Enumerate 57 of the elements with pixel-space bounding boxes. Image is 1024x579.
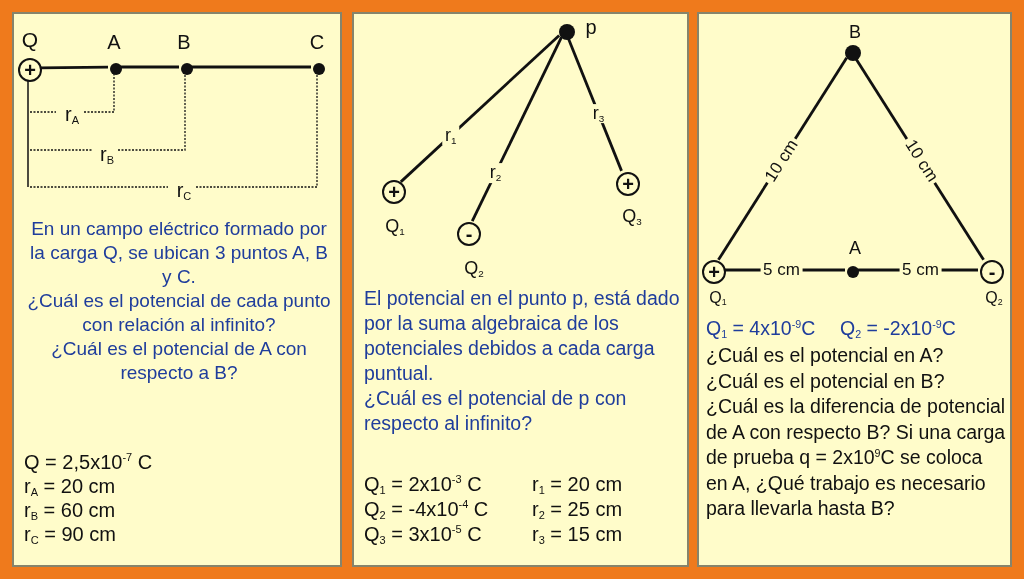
connector-line — [120, 65, 179, 69]
data-text: r$_{2}$ = 25 cm — [532, 497, 624, 522]
point-label: B — [177, 31, 191, 53]
charge-symbol: + — [616, 172, 640, 196]
point-dot — [845, 45, 861, 61]
point-dot — [313, 63, 325, 75]
point-label: A — [849, 239, 861, 259]
problem-panel — [12, 12, 342, 567]
point-dot — [847, 266, 859, 278]
data-text: r$_{1}$ = 20 cm — [532, 472, 624, 497]
dimension-label: r$_{B}$ — [100, 143, 114, 165]
point-dot — [181, 63, 193, 75]
point-label: A — [107, 31, 121, 53]
connector-line — [40, 65, 108, 70]
charge-symbol: + — [18, 58, 42, 82]
point-dot — [110, 63, 122, 75]
charge-symbol: + — [702, 260, 726, 284]
data-text: r$_{B}$ = 60 cm — [24, 498, 117, 522]
question-text: ¿Cuál es el potencial de cada punto con relación al infinito? — [26, 289, 332, 337]
edge-label: r$_{2}$ — [486, 163, 505, 184]
data-text: Q$_{2}$ = -2x10$^{-9}$C — [840, 316, 957, 341]
point-label: B — [849, 23, 861, 43]
question-text: En un campo eléctrico formado por la carga Q, se ubican 3 puntos A, B y C. — [29, 217, 329, 289]
dimension-label: r$_{C}$ — [176, 179, 192, 201]
point-label: Q$_{1}$ — [385, 217, 405, 237]
point-dot — [559, 24, 575, 40]
question-text: ¿Cuál es el potencial de A con respecto a B? — [50, 337, 308, 385]
connector-line — [191, 65, 311, 69]
data-text: Q = 2,5x10$^{-7}$ C — [24, 450, 154, 474]
point-label: Q — [21, 28, 39, 52]
point-label: Q$_{3}$ — [622, 207, 642, 227]
problem-panel — [352, 12, 689, 567]
question-text: ¿Cuál es el potencial en A? — [706, 343, 945, 368]
edge-label: r$_{1}$ — [442, 125, 460, 146]
data-text: Q$_{3}$ = 3x10$^{-5}$ C — [364, 522, 483, 547]
connector-line — [471, 36, 563, 222]
problem-panel — [697, 12, 1012, 567]
connector-line — [399, 34, 561, 183]
charge-symbol: + — [382, 180, 406, 204]
charge-symbol: - — [457, 222, 481, 246]
data-text: r$_{A}$ = 20 cm — [24, 474, 117, 498]
question-text: ¿Cuál es el potencial en B? — [706, 368, 946, 394]
data-text: Q$_{2}$ = -4x10$^{-4}$ C — [364, 497, 490, 522]
data-text: Q$_{1}$ = 4x10$^{-9}$C — [706, 316, 817, 341]
question-text: ¿Cuál es el potencial de p con respecto al infinito? — [364, 386, 628, 436]
point-label: Q$_{1}$ — [709, 289, 727, 307]
question-text: El potencial en el punto p, está dado por la suma algebraica de los potenciales debidos a cada carga puntual. — [364, 286, 681, 386]
point-label: p — [585, 16, 597, 38]
data-text: r$_{3}$ = 15 cm — [532, 522, 624, 547]
dimension-label: r$_{A}$ — [65, 103, 79, 125]
point-label: Q$_{2}$ — [985, 289, 1003, 307]
data-text: r$_{C}$ = 90 cm — [24, 522, 117, 546]
question-text: ¿Cuál es la diferencia de potencial de A con respecto B? Si una carga de prueba q = 2x10$^{9}$C se coloca en A, ¿Qué trabajo es necesario para llevarla hasta B? — [706, 394, 1006, 521]
point-label: Q$_{2}$ — [464, 259, 484, 279]
point-label: C — [309, 31, 325, 53]
data-text: Q$_{1}$ = 2x10$^{-3}$ C — [364, 472, 483, 497]
charge-symbol: - — [980, 260, 1004, 284]
